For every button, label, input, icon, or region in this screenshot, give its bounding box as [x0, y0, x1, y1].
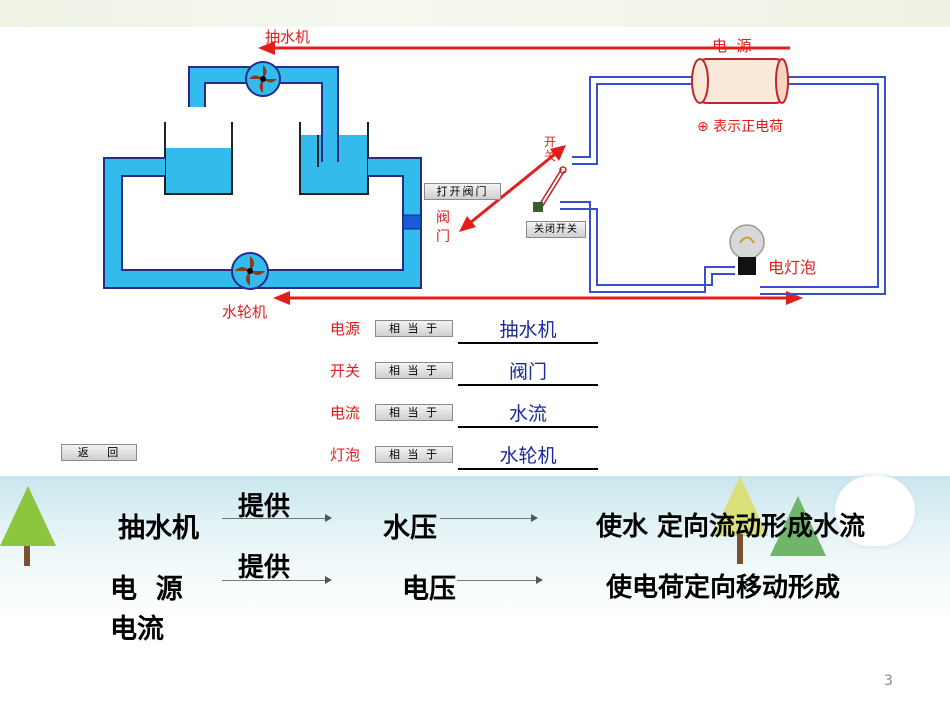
electric-circuit: [560, 76, 886, 295]
switch-label-bottom: 关: [544, 149, 557, 163]
water-circuit-analogy-diagram: [103, 41, 886, 305]
summary-row1-subject: 抽水机: [118, 513, 199, 544]
summary-row2-subject: 电 源: [110, 574, 183, 605]
open-valve-button[interactable]: 打开阀门: [424, 183, 501, 200]
summary-row1-verb: 提供: [238, 492, 291, 522]
battery-icon: [691, 58, 789, 104]
analogy-term: 开关: [330, 362, 361, 380]
turbine-label: 水轮机: [222, 303, 268, 321]
equivalent-button[interactable]: 相 当 于: [375, 320, 453, 337]
arrow-line: [222, 580, 326, 581]
equivalent-button[interactable]: 相 当 于: [375, 446, 453, 463]
back-button[interactable]: 返 回: [61, 444, 137, 461]
valve-label-top: 阀: [436, 210, 450, 226]
winter-scene-background: [0, 476, 950, 713]
arrow-line: [440, 518, 532, 519]
analogy-term: 灯泡: [330, 446, 361, 464]
summary-row1-result: 使水 定向流动形成水流: [596, 512, 866, 542]
tree-decoration: [0, 486, 56, 546]
close-switch-button[interactable]: 关闭开关: [526, 221, 586, 238]
summary-row2-subject-continued: 电流: [110, 614, 164, 645]
summary-row2-object: 电压: [402, 574, 456, 605]
slide-number: 3: [884, 673, 893, 689]
analogy-answer: 水轮机: [458, 444, 598, 470]
analogy-term: 电源: [330, 320, 361, 338]
analogy-answer: 水流: [458, 402, 598, 428]
analogy-answer: 抽水机: [458, 318, 598, 344]
power-source-label: 电 源: [712, 37, 752, 55]
arrow-line: [457, 580, 537, 581]
top-decoration-band: [0, 0, 950, 27]
snowman-decoration: [835, 476, 915, 546]
water-system: [103, 61, 422, 290]
valve-icon: [402, 214, 422, 230]
light-bulb-icon: [729, 224, 765, 275]
switch-icon: [533, 166, 567, 212]
tree-trunk: [737, 534, 743, 564]
bulb-label: 电灯泡: [768, 258, 817, 277]
tree-trunk: [24, 546, 30, 566]
pump-label: 抽水机: [265, 28, 311, 46]
arrow-head-icon: [531, 514, 538, 522]
valve-label-bottom: 门: [436, 229, 450, 245]
switch-label-top: 开: [544, 135, 557, 149]
tree-decoration: [770, 496, 826, 556]
equivalent-button[interactable]: 相 当 于: [375, 362, 453, 379]
equivalent-button[interactable]: 相 当 于: [375, 404, 453, 421]
summary-row2-result: 使电荷定向移动形成: [606, 573, 841, 603]
arrow-head-icon: [325, 576, 332, 584]
arrow-head-icon: [536, 576, 543, 584]
tree-decoration: [712, 476, 768, 536]
analogy-answer: 阀门: [458, 360, 598, 386]
summary-row2-verb: 提供: [238, 553, 291, 583]
arrow-line: [222, 518, 326, 519]
analogy-term: 电流: [330, 404, 361, 422]
positive-charge-legend: ⊕ 表示正电荷: [697, 119, 784, 135]
arrow-head-icon: [325, 514, 332, 522]
summary-row1-object: 水压: [383, 513, 437, 544]
